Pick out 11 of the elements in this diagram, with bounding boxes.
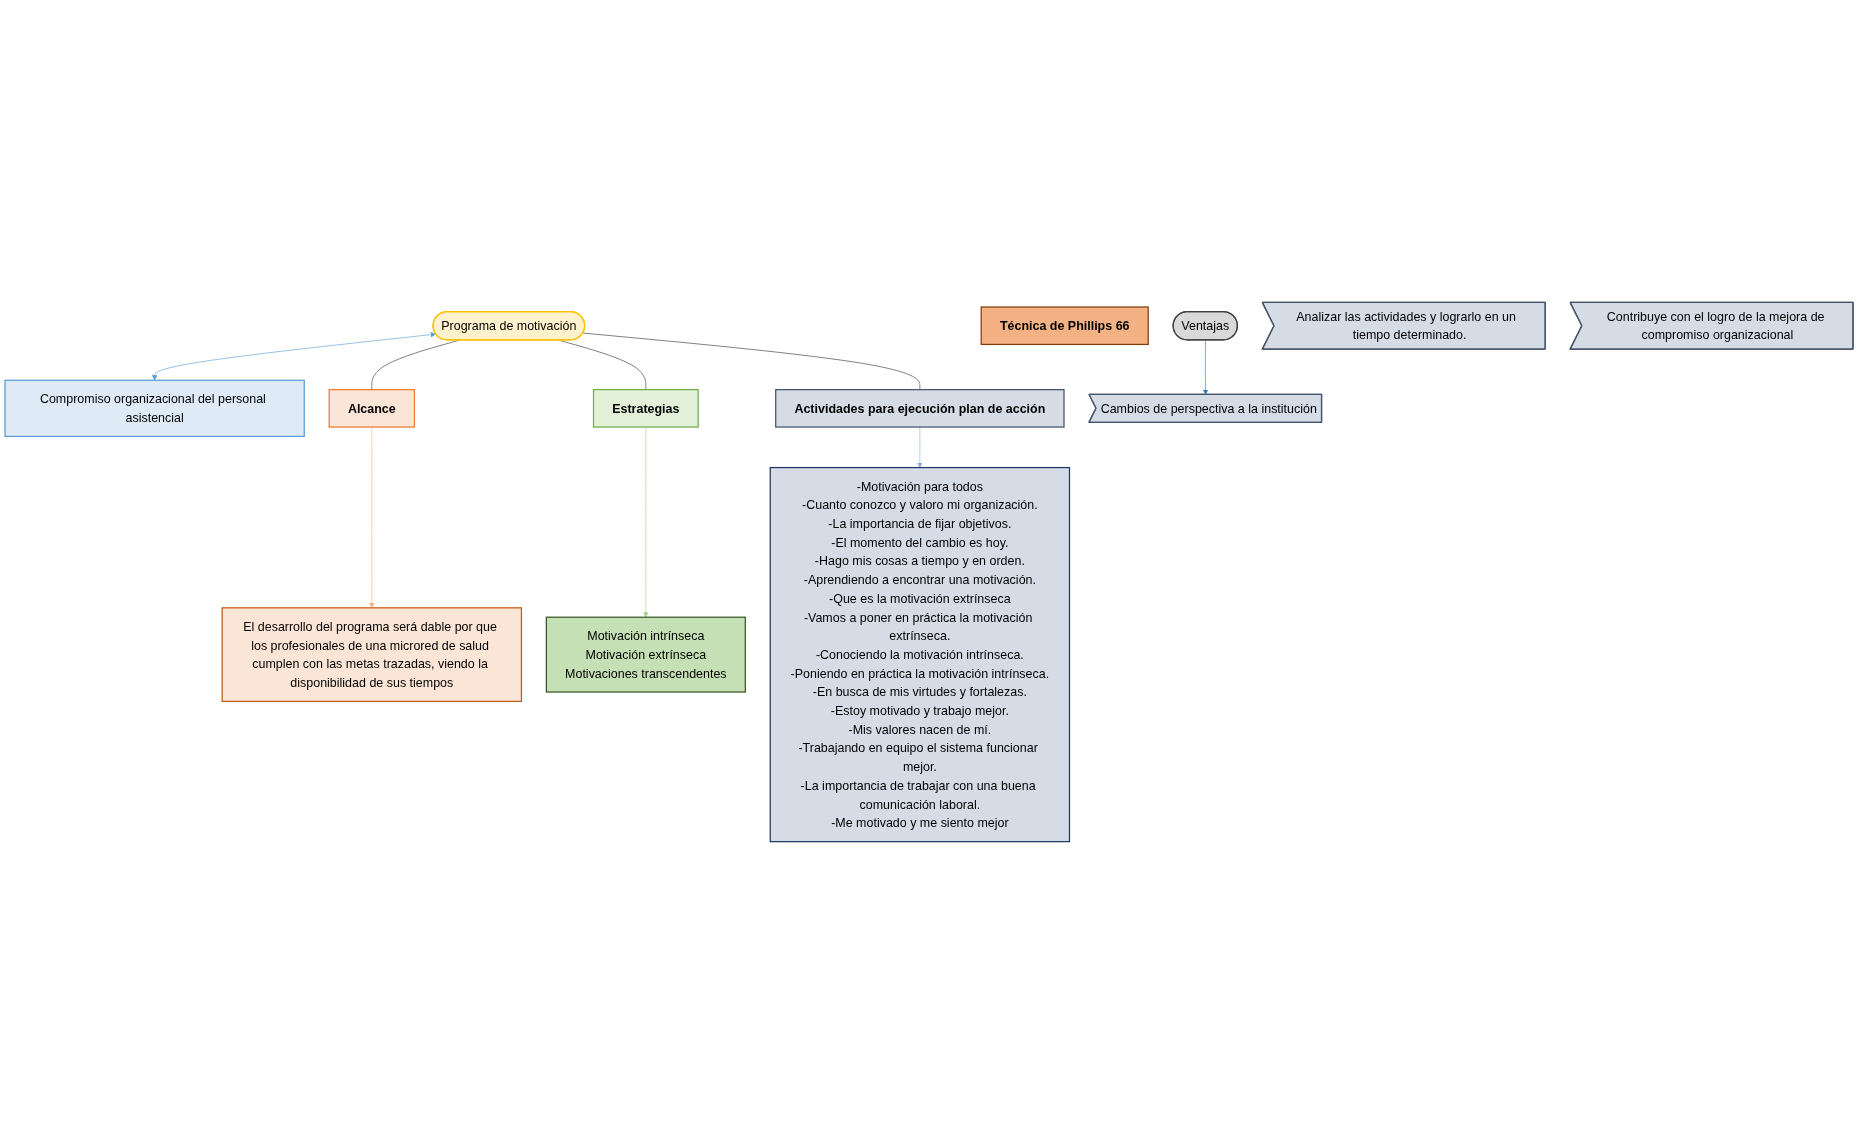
node-box: Compromiso organizacional del personal asistencial	[4, 379, 305, 438]
connector	[371, 339, 461, 390]
node-box: Alcance	[328, 389, 416, 428]
node-box: Estrategias	[592, 389, 699, 428]
node-box: -Motivación para todos -Cuanto conozco y valoro mi organización. -La importancia de fijar objetivos. -El momento del cambio es hoy. -Hago mis cosas a tiempo y en orden. -Aprendiendo a encontrar una motivación. -Que es la motivación extrínseca -Vamos a poner en práctica la motivación extrínseca. -Conociendo la motivación intrínseca. -Poniendo en práctica la motivación intrínseca. -En busca de mis virtudes y fortalezas. -Estoy motivado y trabajo mejor. -Mis valores nacen de mí. -Trabajando en equipo el sistema funcionar mejor. -La importancia de trabajar con una buena comunicación laboral. -Me motivado y me siento mejor	[769, 466, 1071, 843]
connector	[558, 339, 647, 390]
node-box: El desarrollo del programa será dable por que los profesionales de una microred de salud cumplen con las metas trazadas, viendo la disponibilidad de sus tiempos	[221, 607, 523, 702]
connector	[582, 332, 921, 390]
node-box: Actividades para ejecución plan de acción	[775, 389, 1065, 428]
node-box: Motivación intrínseca Motivación extrínseca Motivaciones transcendentes	[545, 616, 746, 693]
node-box: Técnica de Phillips 66	[980, 306, 1149, 346]
